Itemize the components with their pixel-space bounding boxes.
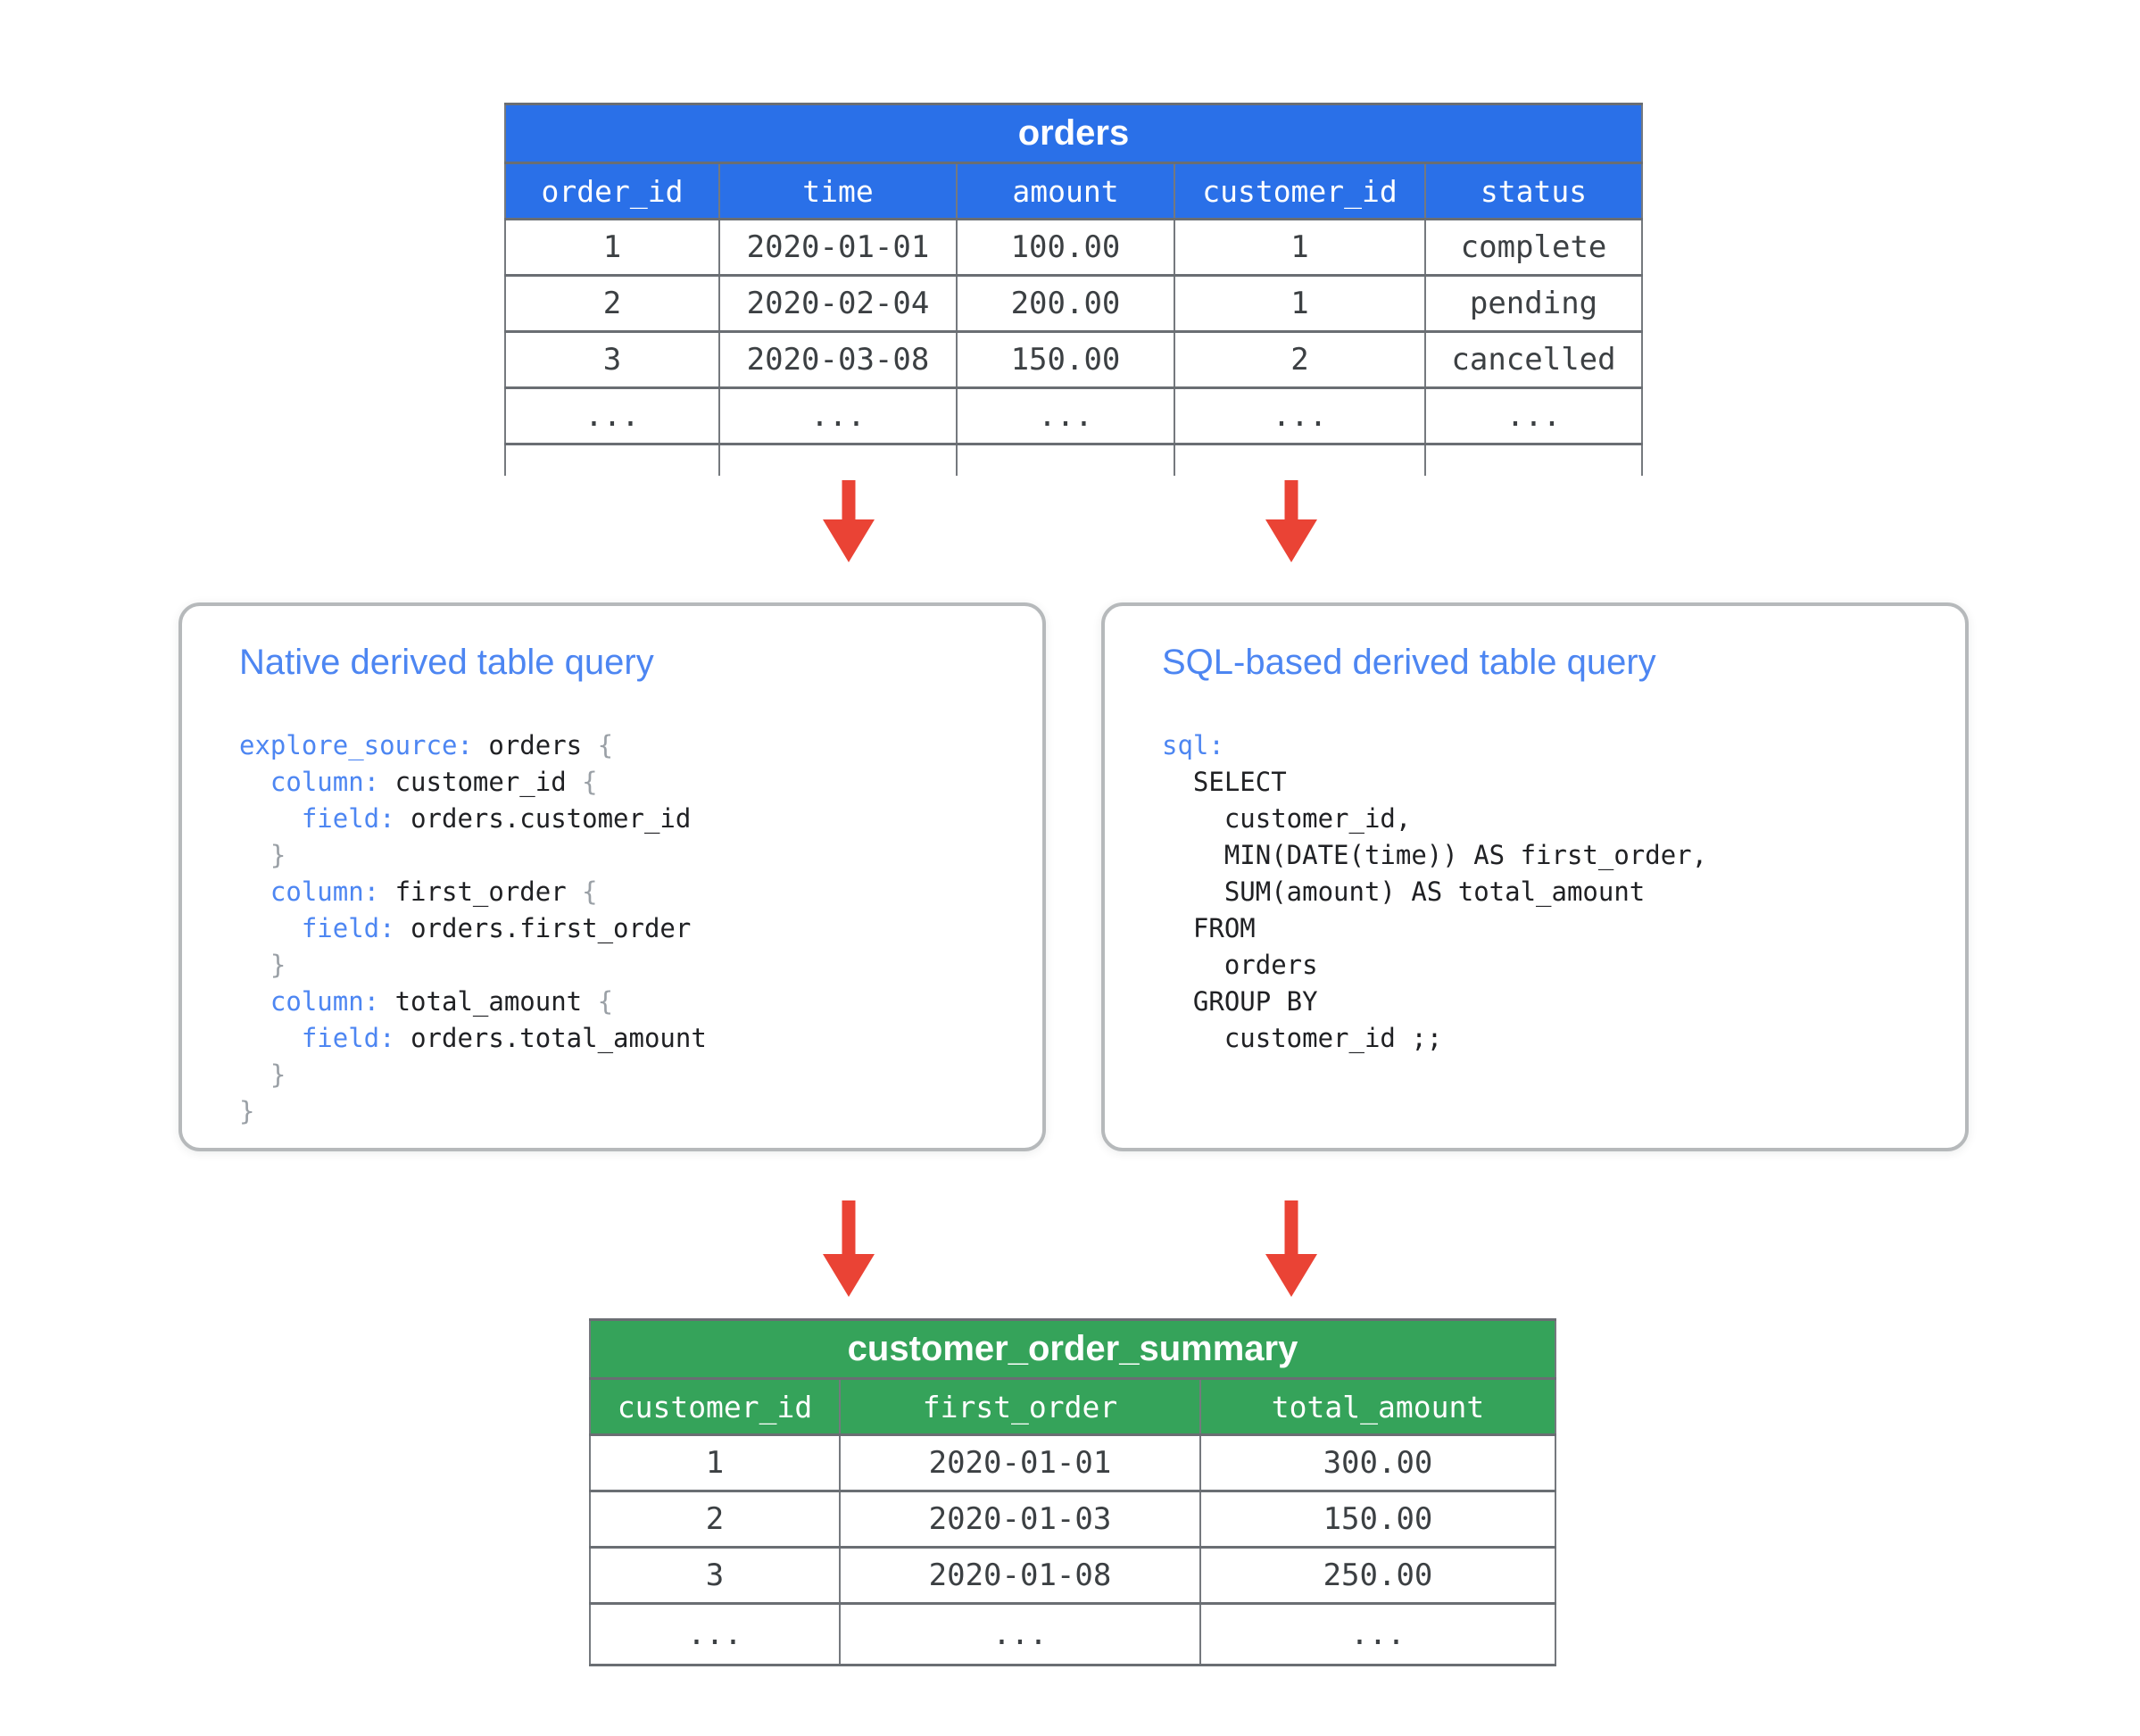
code-line: sql: bbox=[1162, 730, 1224, 760]
table-cell: 3 bbox=[504, 330, 720, 389]
table-cell: 2020-02-04 bbox=[718, 274, 958, 333]
code-line: customer_id ;; bbox=[1162, 1023, 1443, 1053]
table-cell bbox=[504, 443, 720, 476]
code-line: SUM(amount) AS total_amount bbox=[1162, 876, 1646, 907]
table-cell: 150.00 bbox=[956, 330, 1175, 389]
table-cell: 1 bbox=[1174, 274, 1426, 333]
code-line: column: total_amount { bbox=[270, 986, 614, 1017]
table-cell: ... bbox=[718, 386, 958, 445]
table-cell: 2 bbox=[504, 274, 720, 333]
column-header-total-amount: total_amount bbox=[1199, 1377, 1556, 1436]
table-cell: 300.00 bbox=[1199, 1433, 1556, 1492]
column-header-order-id: order_id bbox=[504, 162, 720, 220]
code-line: GROUP BY bbox=[1162, 986, 1318, 1017]
code-line: MIN(DATE(time)) AS first_order, bbox=[1162, 840, 1708, 870]
table-cell: 2020-01-01 bbox=[718, 218, 958, 277]
code-line: column: customer_id { bbox=[270, 767, 598, 797]
native-code-block: explore_source: orders { column: custome… bbox=[239, 727, 1042, 1130]
table-cell: 2 bbox=[1174, 330, 1426, 389]
code-line: orders bbox=[1162, 950, 1318, 980]
column-header-status: status bbox=[1423, 162, 1643, 220]
table-cell: ... bbox=[1423, 386, 1643, 445]
table-cell: 2020-01-01 bbox=[839, 1433, 1201, 1492]
table-cell: cancelled bbox=[1423, 330, 1643, 389]
table-cell: 250.00 bbox=[1199, 1546, 1556, 1605]
table-cell: 150.00 bbox=[1199, 1490, 1556, 1549]
sql-derived-table-box: SQL-based derived table query sql: SELEC… bbox=[1101, 602, 1969, 1151]
table-row: ............... bbox=[504, 386, 1643, 445]
table-cell: ... bbox=[504, 386, 720, 445]
flow-arrow-native-to-summary-icon bbox=[823, 1200, 875, 1297]
code-line: field: orders.first_order bbox=[301, 913, 692, 943]
column-header-first-order: first_order bbox=[839, 1377, 1201, 1436]
table-cell: 2020-03-08 bbox=[718, 330, 958, 389]
code-line: FROM bbox=[1162, 913, 1256, 943]
table-cell: pending bbox=[1423, 274, 1643, 333]
column-header-amount: amount bbox=[956, 162, 1175, 220]
table-cell: ... bbox=[1199, 1602, 1556, 1666]
code-line: SELECT bbox=[1162, 767, 1287, 797]
table-cell: 3 bbox=[589, 1546, 841, 1605]
column-header-time: time bbox=[718, 162, 958, 220]
code-line: } bbox=[270, 840, 286, 870]
table-cell: 2020-01-08 bbox=[839, 1546, 1201, 1605]
table-cell bbox=[956, 443, 1175, 476]
sql-code-block: sql: SELECT customer_id, MIN(DATE(time))… bbox=[1162, 727, 1965, 1057]
table-row: ......... bbox=[589, 1602, 1556, 1666]
table-cell: ... bbox=[839, 1602, 1201, 1666]
native-box-title: Native derived table query bbox=[239, 643, 654, 682]
table-cell: 2 bbox=[589, 1490, 841, 1549]
code-line: field: orders.customer_id bbox=[301, 803, 692, 834]
summary-title-row: customer_order_summary bbox=[589, 1318, 1556, 1380]
table-cell: 100.00 bbox=[956, 218, 1175, 277]
table-cell: 1 bbox=[589, 1433, 841, 1492]
native-derived-table-box: Native derived table query explore_sourc… bbox=[178, 602, 1046, 1151]
table-cell: ... bbox=[956, 386, 1175, 445]
code-line: column: first_order { bbox=[270, 876, 598, 907]
sql-box-title: SQL-based derived table query bbox=[1162, 643, 1656, 682]
table-cell: ... bbox=[589, 1602, 841, 1666]
flow-arrow-orders-to-sql-icon bbox=[1265, 480, 1317, 562]
table-cell bbox=[1423, 443, 1643, 476]
code-line: field: orders.total_amount bbox=[301, 1023, 707, 1053]
table-row bbox=[504, 443, 1643, 476]
flow-arrow-orders-to-native-icon bbox=[823, 480, 875, 562]
table-cell bbox=[718, 443, 958, 476]
table-cell: 200.00 bbox=[956, 274, 1175, 333]
summary-table-title: customer_order_summary bbox=[589, 1318, 1556, 1380]
table-cell: complete bbox=[1423, 218, 1643, 277]
flow-arrow-sql-to-summary-icon bbox=[1265, 1200, 1317, 1297]
code-line: customer_id, bbox=[1162, 803, 1412, 834]
table-cell: 1 bbox=[504, 218, 720, 277]
table-cell bbox=[1174, 443, 1426, 476]
code-line: } bbox=[239, 1096, 255, 1126]
table-cell: 1 bbox=[1174, 218, 1426, 277]
table-cell: 2020-01-03 bbox=[839, 1490, 1201, 1549]
orders-title-row: orders bbox=[504, 103, 1643, 164]
column-header-customer-id: customer_id bbox=[589, 1377, 841, 1436]
code-line: } bbox=[270, 950, 286, 980]
code-line: } bbox=[270, 1059, 286, 1090]
table-cell: ... bbox=[1174, 386, 1426, 445]
code-line: explore_source: orders { bbox=[239, 730, 614, 760]
column-header-customer-id: customer_id bbox=[1174, 162, 1426, 220]
orders-table-title: orders bbox=[504, 103, 1643, 164]
